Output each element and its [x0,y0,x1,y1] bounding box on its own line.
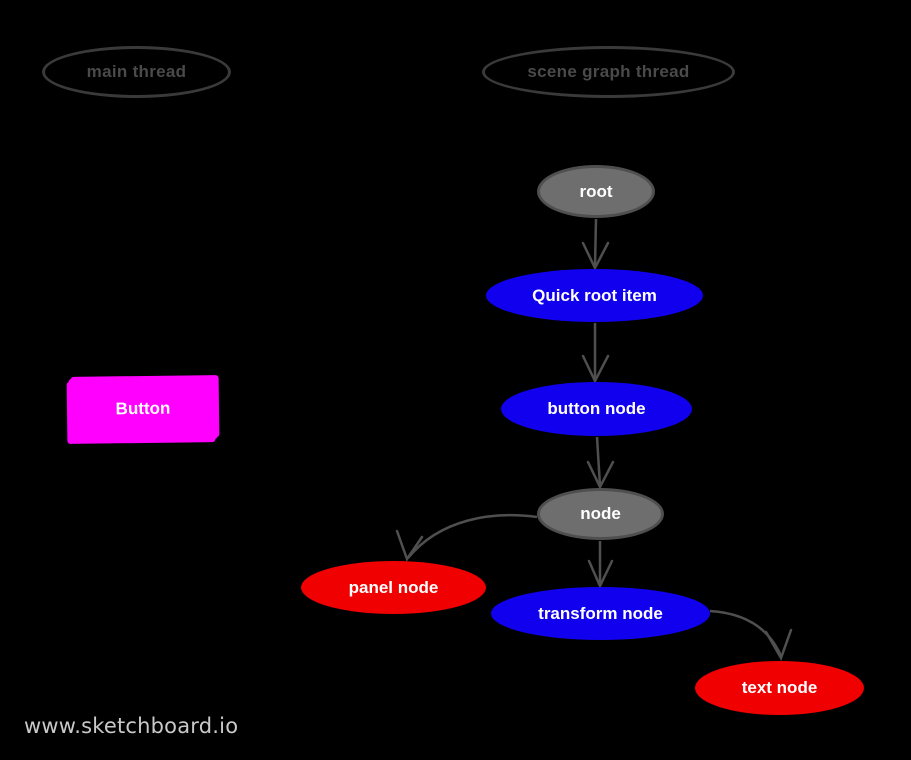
edge-node-to-panel-node [395,514,538,562]
node-text-node[interactable]: text node [695,661,864,715]
node-node[interactable]: node [537,488,664,540]
edge-node-to-transform-node [587,541,614,589]
lane-main-thread-label: main thread [86,62,187,82]
edge-root-to-quick-root-item [581,218,610,271]
node-text-node-label: text node [741,678,818,698]
node-button-label: Button [115,398,171,419]
lane-main-thread[interactable]: main thread [42,46,231,98]
edge-quick-root-item-to-button-node [581,323,610,384]
node-quick-root-item[interactable]: Quick root item [486,269,703,322]
node-transform-node-label: transform node [538,603,663,623]
node-panel-node-label: panel node [348,577,439,597]
node-root[interactable]: root [537,165,655,218]
lane-scene-graph-thread[interactable]: scene graph thread [482,46,735,98]
node-button-node-label: button node [547,399,646,419]
edge-button-node-to-node [586,436,615,490]
node-panel-node[interactable]: panel node [301,561,486,614]
node-node-label: node [580,504,621,524]
watermark: www.sketchboard.io [24,714,239,738]
edge-transform-node-to-text-node [709,609,793,661]
node-root-label: root [579,181,613,201]
node-button-node[interactable]: button node [501,382,692,436]
node-transform-node[interactable]: transform node [491,587,710,640]
node-quick-root-item-label: Quick root item [532,285,657,305]
node-button[interactable]: Button [68,377,218,441]
lane-scene-graph-thread-label: scene graph thread [527,62,690,82]
